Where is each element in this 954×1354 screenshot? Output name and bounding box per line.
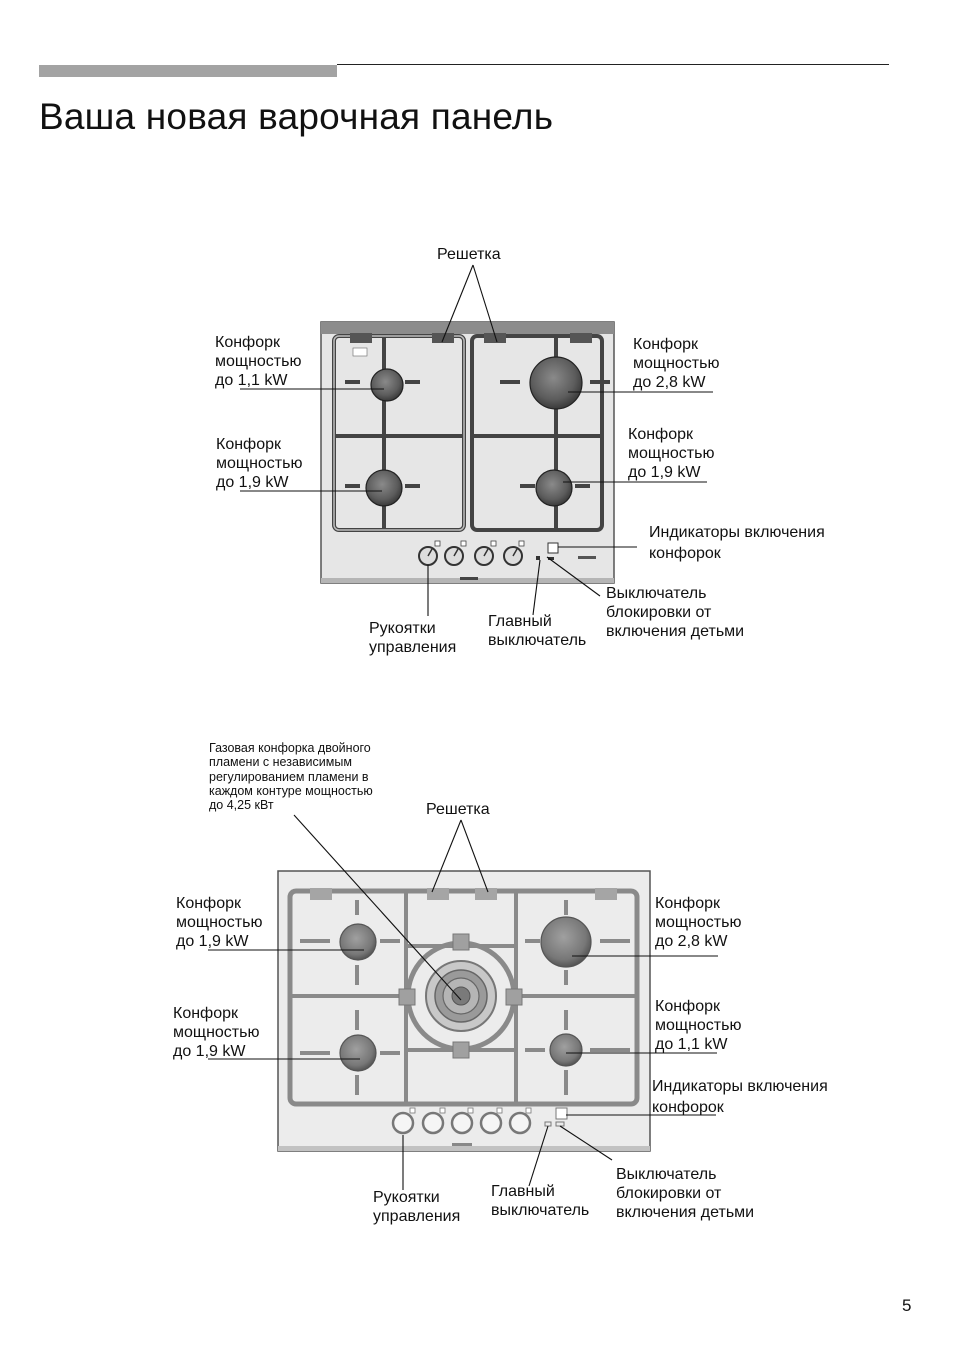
hob1-leader-lines — [240, 264, 713, 616]
hob2-label-grate: Решетка — [426, 801, 490, 818]
page-number: 5 — [902, 1296, 912, 1315]
hob2-burner-tr — [540, 916, 592, 968]
hob1-indicator-lamp — [547, 542, 559, 554]
hob-75-5-burners — [208, 814, 718, 1190]
hob1-burner-tl — [370, 368, 404, 402]
hob1-main-switch — [536, 556, 540, 560]
hob2-burner-br — [549, 1033, 583, 1067]
hob1-burner-tr — [529, 356, 583, 410]
hob1-burner-br — [535, 469, 573, 507]
hob2-indicator-lamp — [555, 1107, 568, 1120]
hob2-burner-tl — [339, 923, 377, 961]
hob-60-4-burners — [240, 264, 713, 616]
hob1-label-grate: Решетка — [437, 246, 501, 263]
hob2-knobs — [391, 1111, 532, 1135]
hob1-back-edge — [321, 322, 614, 334]
page-title: Ваша новая варочная панель — [39, 96, 554, 137]
header-rule — [337, 64, 889, 65]
header-bar — [39, 65, 337, 77]
hob1-lock-switch — [548, 557, 554, 560]
hob2-leader-lines — [208, 814, 718, 1190]
hob1-burner-bl — [365, 469, 403, 507]
hob2-burner-bl — [339, 1034, 377, 1072]
